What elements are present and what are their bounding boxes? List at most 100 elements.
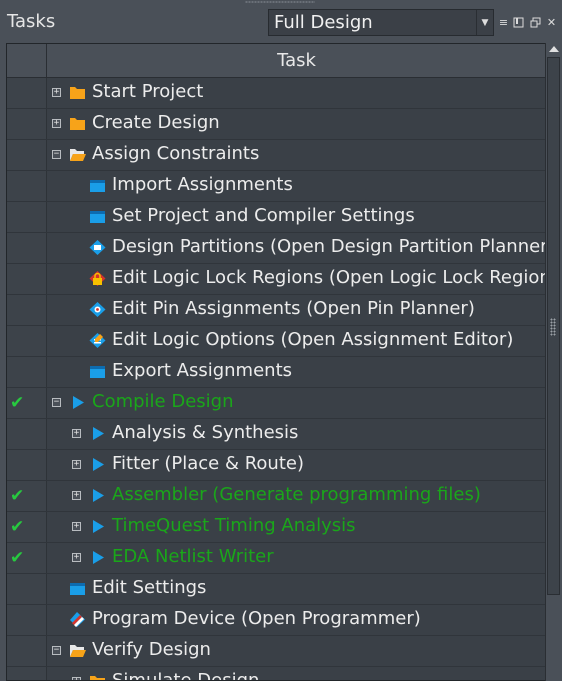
task-label: Edit Settings (92, 577, 207, 598)
status-cell (7, 326, 47, 356)
window-icon (89, 364, 106, 379)
task-label: Program Device (Open Programmer) (92, 608, 421, 629)
task-row[interactable]: + Simulate Design (7, 667, 546, 681)
task-row[interactable]: Set Project and Compiler Settings (7, 202, 546, 233)
folder-closed-icon (69, 116, 86, 131)
pin-planner-icon (89, 302, 106, 317)
task-row[interactable]: Edit Logic Options (Open Assignment Edit… (7, 326, 546, 357)
collapse-icon[interactable]: − (52, 397, 61, 407)
expand-icon[interactable]: + (72, 552, 81, 562)
task-label: Simulate Design (112, 670, 260, 681)
status-cell (7, 140, 47, 170)
task-tree: Task + Start Project + Create Design − Assign… (6, 43, 547, 681)
scroll-grip[interactable] (550, 318, 556, 336)
task-row[interactable]: ✔ + TimeQuest Timing Analysis (7, 512, 546, 543)
checkmark-icon: ✔ (10, 486, 25, 506)
collapse-icon[interactable]: − (52, 645, 61, 655)
float-icon[interactable] (530, 17, 541, 28)
expand-icon[interactable]: + (72, 677, 81, 680)
task-label: Edit Pin Assignments (Open Pin Planner) (112, 298, 475, 319)
scroll-up-icon[interactable] (549, 46, 559, 52)
grip-dots (245, 1, 315, 3)
task-label: TimeQuest Timing Analysis (112, 515, 356, 536)
task-row[interactable]: + Analysis & Synthesis (7, 419, 546, 450)
task-row[interactable]: Edit Logic Lock Regions (Open Logic Lock… (7, 264, 546, 295)
expand-icon[interactable]: + (72, 490, 81, 500)
task-row[interactable]: Edit Pin Assignments (Open Pin Planner) (7, 295, 546, 326)
status-cell: ✔ (7, 543, 47, 573)
task-label: Assign Constraints (92, 143, 260, 164)
task-label: Export Assignments (112, 360, 292, 381)
task-row[interactable]: Design Partitions (Open Design Partition… (7, 233, 547, 264)
status-cell (7, 357, 47, 387)
task-label: Compile Design (92, 391, 234, 412)
dock-grip[interactable] (0, 0, 562, 6)
task-label: Edit Logic Lock Regions (Open Logic Lock… (112, 267, 546, 288)
task-label: Analysis & Synthesis (112, 422, 299, 443)
tasks-titlebar: Tasks Full Design ▼ ≡ ✕ (0, 6, 562, 42)
status-cell (7, 171, 47, 201)
window-icon (89, 209, 106, 224)
task-row[interactable]: +Fitter (Place & Route) (7, 450, 546, 481)
expand-icon[interactable]: + (52, 118, 61, 128)
task-row[interactable]: ✔ − Compile Design (7, 388, 546, 419)
task-label: Create Design (92, 112, 220, 133)
task-row[interactable]: −Verify Design (7, 636, 546, 667)
flow-selector-value: Full Design (274, 12, 373, 33)
task-row[interactable]: − Assign Constraints (7, 140, 546, 171)
task-label: Edit Logic Options (Open Assignment Edit… (112, 329, 514, 350)
status-cell: ✔ (7, 388, 47, 418)
status-cell (7, 419, 47, 449)
play-icon (89, 426, 106, 441)
status-cell (7, 605, 47, 635)
status-cell (7, 109, 47, 139)
status-cell (7, 233, 47, 263)
task-label: Import Assignments (112, 174, 293, 195)
task-row[interactable]: + Create Design (7, 109, 546, 140)
expand-icon[interactable]: + (72, 521, 81, 531)
task-row[interactable]: Import Assignments (7, 171, 546, 202)
checkmark-icon: ✔ (10, 393, 25, 413)
assignment-editor-icon (89, 333, 106, 348)
task-column-header[interactable]: Task (277, 50, 316, 71)
expand-icon[interactable]: + (72, 459, 81, 469)
task-label: EDA Netlist Writer (112, 546, 274, 567)
task-row[interactable]: Export Assignments (7, 357, 546, 388)
task-label: Assembler (Generate programming files) (112, 484, 481, 505)
task-row[interactable]: Program Device (Open Programmer) (7, 605, 546, 636)
folder-open-icon (69, 147, 86, 162)
task-row[interactable]: + Start Project (7, 78, 546, 109)
vertical-scrollbar[interactable] (545, 43, 562, 681)
status-cell (7, 78, 47, 108)
menu-icon[interactable]: ≡ (498, 16, 509, 29)
status-cell: ✔ (7, 512, 47, 542)
checkmark-icon: ✔ (10, 548, 25, 568)
play-icon (69, 395, 86, 410)
expand-icon[interactable]: + (72, 428, 81, 438)
partition-planner-icon (89, 240, 106, 255)
task-label: Design Partitions (Open Design Partition… (112, 236, 547, 257)
status-cell (7, 667, 47, 680)
window-icon (89, 178, 106, 193)
folder-open-icon (69, 643, 86, 658)
programmer-icon (69, 612, 86, 627)
task-row[interactable]: ✔ + EDA Netlist Writer (7, 543, 546, 574)
play-icon (89, 488, 106, 503)
window-icon (69, 581, 86, 596)
close-icon[interactable]: ✕ (546, 16, 557, 29)
checkmark-icon: ✔ (10, 517, 25, 537)
expand-icon[interactable]: + (52, 87, 61, 97)
play-icon (89, 550, 106, 565)
folder-closed-icon (69, 85, 86, 100)
task-row[interactable]: ✔ + Assembler (Generate programming files) (7, 481, 546, 512)
folder-closed-icon (89, 674, 106, 680)
status-cell (7, 636, 47, 666)
dock-icon[interactable] (513, 17, 524, 28)
task-row[interactable]: Edit Settings (7, 574, 546, 605)
collapse-icon[interactable]: − (52, 149, 61, 159)
flow-selector[interactable]: Full Design ▼ (268, 9, 494, 36)
chevron-down-icon[interactable]: ▼ (476, 10, 493, 35)
task-label: Start Project (92, 81, 204, 102)
status-column-header[interactable] (7, 44, 47, 77)
status-cell (7, 202, 47, 232)
